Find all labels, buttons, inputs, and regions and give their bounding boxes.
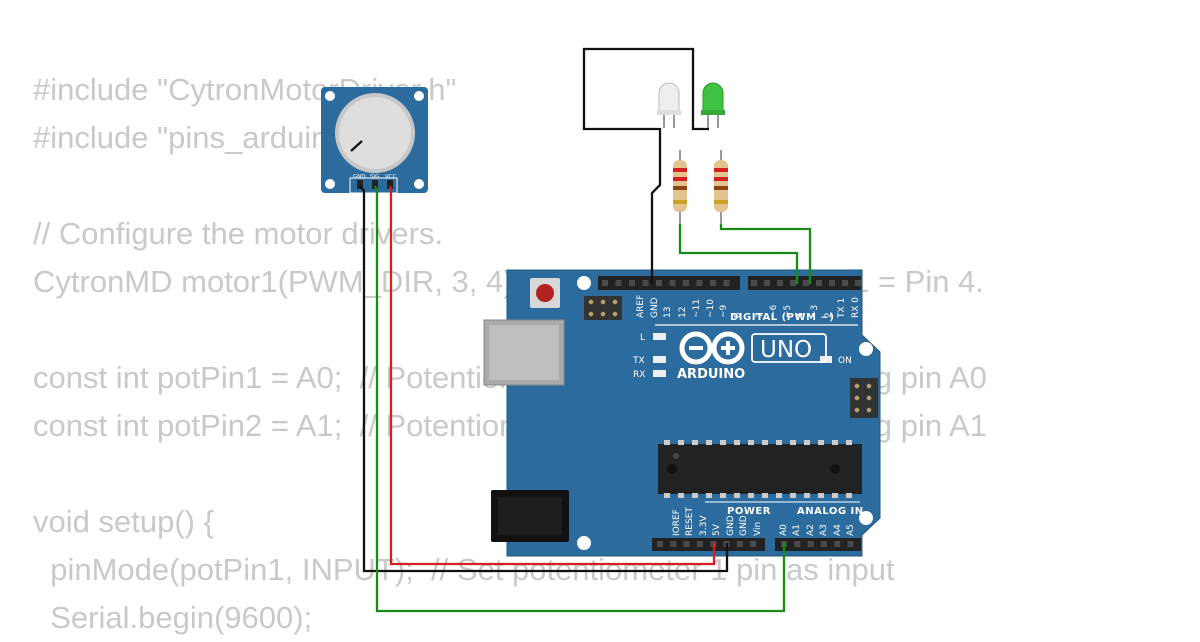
digital-pin-label: GND [650,297,660,318]
mounting-hole [577,536,591,550]
power-pin-label: GND [739,515,749,536]
digital-pin-label: ~11 [692,299,702,318]
digital-pin-label: AREF [636,295,646,318]
digital-pin-label: RX 0 [851,297,861,318]
analog-header-label: ANALOG IN [797,506,864,517]
arduino-logo: ARDUINO UNO [677,331,827,382]
power-pin-label: RESET [685,507,695,536]
pot-pin-vcc-label: VCC [385,174,397,180]
led-tx-indicator [653,356,666,363]
usb-port [483,319,565,386]
mounting-hole [859,342,873,356]
digital-pin-label: ~10 [706,299,716,318]
analog-pin-label: A3 [819,524,829,536]
wire-green-white-led[interactable] [678,224,799,284]
led-white[interactable] [657,82,681,128]
uno-model-label: UNO [760,337,812,363]
digital-pin-label: 13 [663,307,673,318]
power-pin-label: IOREF [672,509,682,536]
pot-pin-gnd-label: GND [353,174,366,180]
led-tx-label: TX [632,356,645,366]
wire-black-pot-gnd[interactable] [359,185,729,573]
potentiometer-module[interactable]: GND SIG VCC [321,87,428,194]
wire-red-pot-vcc[interactable] [388,185,716,566]
reset-button[interactable] [530,278,560,308]
led-l-indicator [653,333,666,340]
wire-black-led-ground[interactable] [582,47,709,284]
digital-pin-label: ~3 [810,305,820,318]
digital-pin-label: 4 [796,312,806,318]
pot-pin-sig-label: SIG [370,174,379,180]
digital-pin-label: ~6 [769,304,779,318]
power-header [652,538,765,551]
digital-pin-label: ~9 [719,304,729,318]
power-pin-label: 3.3V [699,515,709,536]
mounting-hole [859,511,873,525]
digital-pin-label: ~5 [783,305,793,318]
icsp-header-right [850,378,878,418]
digital-pin-label: 8 [733,312,743,318]
resistor-green-led[interactable] [714,150,728,224]
digital-pin-label: 2 [824,312,834,318]
power-pin-label: Vin [753,522,763,536]
code-line: // Configure the motor drivers. [33,216,444,251]
analog-pin-label: A2 [806,524,816,536]
power-pin-label: 5V [712,523,722,536]
wire-green-green-led[interactable] [719,224,812,284]
digital-header-label: DIGITAL (PWM ~) [730,312,834,323]
atmega-chip [658,440,862,498]
analog-header [775,538,861,551]
digital-header [598,276,861,290]
wire-green-pot-signal[interactable] [373,185,786,613]
led-l-label: L [640,333,645,343]
analog-pin-label: A1 [792,524,802,536]
analog-pin-label: A4 [833,524,843,536]
analog-pin-label: A5 [846,524,856,536]
led-rx-label: RX [633,370,645,380]
resistor-white-led[interactable] [673,150,687,224]
digital-pin-label: 7 [755,312,765,318]
code-line: Serial.begin(9600); [33,600,313,635]
mounting-hole [577,276,591,290]
icsp-header [584,296,622,320]
digital-pin-label: 12 [678,307,688,318]
led-on-label: ON [838,356,852,366]
led-green[interactable] [701,82,725,128]
code-line: void setup() { [33,504,214,539]
code-line: pinMode(potPin1, INPUT); // Set potentio… [33,552,895,587]
arduino-brand-label: ARDUINO [677,367,745,382]
digital-pin-label: TX 1 [837,298,847,319]
led-rx-indicator [653,370,666,377]
power-pin-label: GND [726,515,736,536]
power-jack [491,490,569,542]
power-header-label: POWER [727,506,771,517]
analog-pin-label: A0 [779,524,789,536]
